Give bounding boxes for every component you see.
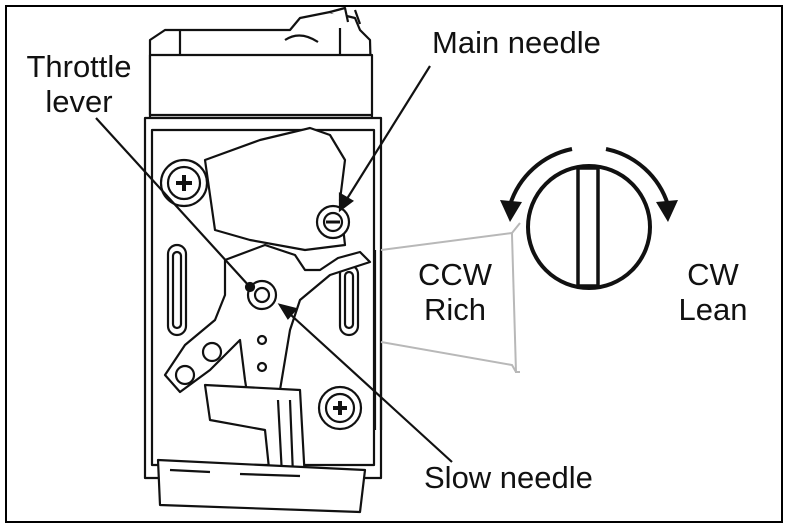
left-slot bbox=[166, 243, 188, 337]
throttle-lever-label: Throttle lever bbox=[14, 49, 144, 119]
needle-screw-icon bbox=[315, 204, 351, 240]
throttle-label-line1: Throttle bbox=[26, 49, 132, 84]
leader-throttle bbox=[95, 117, 256, 293]
callout-bracket bbox=[380, 222, 521, 373]
leader-main-needle bbox=[338, 65, 431, 213]
ccw-rich-label: CCW Rich bbox=[410, 257, 500, 327]
right-slot bbox=[338, 263, 360, 337]
figure-frame bbox=[5, 5, 783, 523]
main-needle-label: Main needle bbox=[432, 25, 601, 60]
screw-head-icon bbox=[317, 385, 363, 431]
screw-head-icon bbox=[159, 158, 209, 208]
cw-label-line2: Lean bbox=[678, 291, 748, 327]
leader-slow-needle bbox=[277, 303, 453, 463]
throttle-label-line2: lever bbox=[45, 83, 113, 119]
rotation-arrow-ccw-icon bbox=[500, 147, 573, 222]
slow-needle-label: Slow needle bbox=[424, 460, 593, 495]
cw-lean-label: CW Lean bbox=[668, 257, 758, 327]
needle-adjust-knob bbox=[526, 164, 652, 290]
carburetor-top-block bbox=[148, 6, 374, 120]
cw-label-line1: CW bbox=[687, 257, 739, 292]
ccw-label-line2: Rich bbox=[423, 291, 486, 327]
rotation-arrow-cw-icon bbox=[605, 147, 678, 222]
ccw-label-line1: CCW bbox=[417, 257, 493, 292]
carburetor-base bbox=[156, 458, 367, 514]
